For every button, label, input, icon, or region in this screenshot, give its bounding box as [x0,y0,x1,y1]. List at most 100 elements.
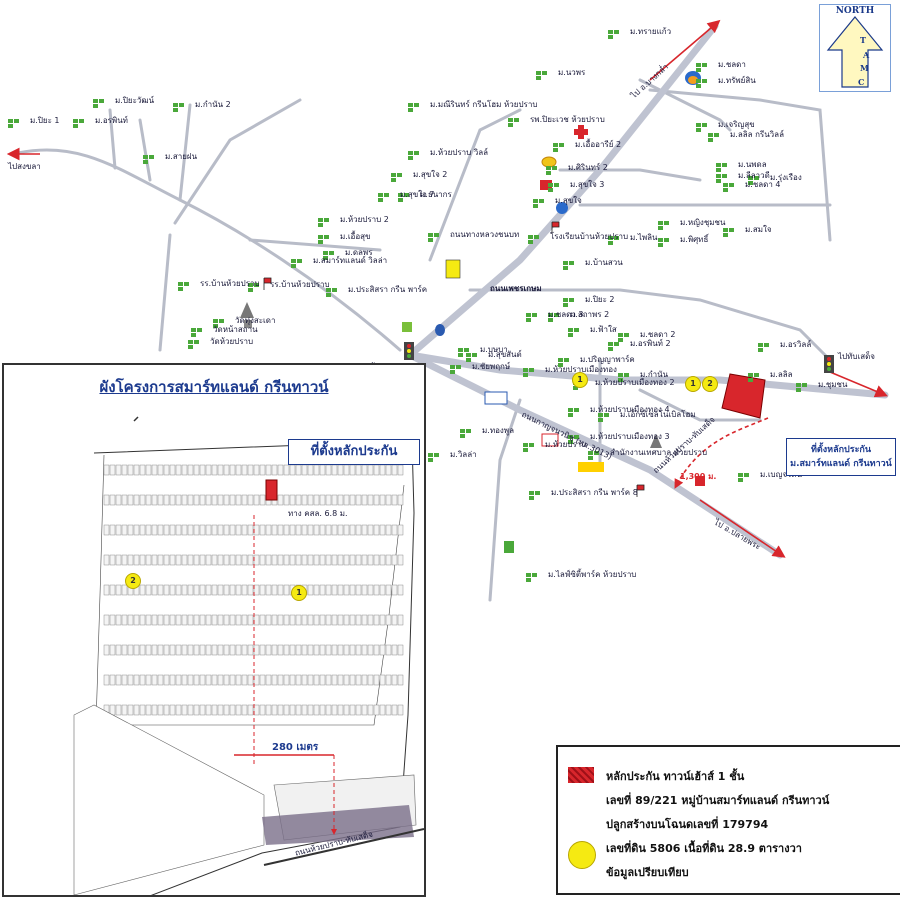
plan-lot [121,614,128,626]
plan-lot [127,704,134,716]
plan-lot [313,674,320,686]
plan-lot [373,674,380,686]
plan-lot [133,464,140,476]
plan-lot [253,524,260,536]
plan-lot [373,554,380,566]
village-icon [248,288,253,292]
village-icon [318,218,323,222]
village-icon [219,319,224,323]
plan-lot [205,494,212,506]
village-icon [658,226,663,230]
plan-lot [349,524,356,536]
place-label: ถนนทางหลวงชนบท [450,230,520,239]
plan-lot [295,494,302,506]
plan-lot [367,644,374,656]
place-label: ม.ปิยะ 2 [585,295,615,304]
plan-lot [151,644,158,656]
place-label: ม.เอื้ออารีย์ 2 [575,140,622,149]
village-icon [574,408,579,412]
village-icon [535,491,540,495]
plan-lot [355,554,362,566]
village-icon [414,151,419,155]
plan-lot [301,614,308,626]
plan-lot [145,584,152,596]
plan-lot [253,554,260,566]
plan-lot [145,494,152,506]
plan-lot [385,614,392,626]
village-icon [748,176,753,180]
village-icon [604,413,609,417]
plan-lot [313,524,320,536]
plan-lot [139,464,146,476]
village-icon [329,251,334,255]
plan-lot [181,494,188,506]
village-icon [723,228,728,232]
plan-lot [355,644,362,656]
place-label: ม.รุ่งเรือง [770,173,802,182]
plan-lot [259,614,266,626]
legend-line-2: เลขที่ 89/221 หมู่บ้านสมาร์ทแลนด์ กรีนทา… [606,794,830,807]
plan-lot [151,554,158,566]
plan-lot [337,674,344,686]
plan-lot [283,674,290,686]
plan-lot [253,674,260,686]
place-label: สำนักงานเทศบาล ห้วยปราบ [610,448,708,457]
village-icon [708,133,713,137]
village-icon [802,383,807,387]
plan-lot [349,464,356,476]
plan-lot [355,524,362,536]
site-plan-title: ผังโครงการสมาร์ทแลนด์ กรีนทาวน์ [99,378,329,396]
village-icon [534,235,539,239]
place-label: ม.สมาร์ทแลนด์ วิลล่า [313,256,388,265]
place-label: ม.พิศุทธิ์ [680,235,709,244]
plan-lot [127,524,134,536]
village-icon [532,573,537,577]
village-icon [568,408,573,412]
place-label: ม.นพดล [738,160,767,169]
place-label: ม.ชลดา 2 [640,330,676,339]
village-icon [529,368,534,372]
village-icon [716,163,721,167]
place-label: ม.ชลดา 4 [745,180,781,189]
village-icon [533,204,538,208]
plan-lot [145,554,152,566]
village-icon [428,238,433,242]
plan-lot [367,614,374,626]
plan-lot [325,674,332,686]
plan-lot [217,524,224,536]
village-icon [291,259,296,263]
plan-lot [217,674,224,686]
plan-lot [109,524,116,536]
plan-lot [133,554,140,566]
plan-lot [319,614,326,626]
landmark-icons [240,71,834,553]
plan-lot [301,524,308,536]
plan-lot [259,494,266,506]
plan-lot [271,584,278,596]
plan-lot [169,584,176,596]
plan-lot [265,464,272,476]
plan-lot [247,464,254,476]
plan-lot [121,524,128,536]
plan-lot [295,554,302,566]
plan-lot [283,554,290,566]
minor-roads [16,78,832,602]
plan-lot [193,494,200,506]
plan-lot [289,644,296,656]
village-icon [618,378,623,382]
village-icon [523,448,528,452]
plan-lot [313,464,320,476]
plan-lot [241,674,248,686]
village-icon [508,123,513,127]
plan-lot [385,554,392,566]
plan-lot [379,554,386,566]
plan-lot [193,464,200,476]
plan-lot [349,704,356,716]
village-icon [598,413,603,417]
village-icon [254,283,259,287]
plan-lot [103,644,110,656]
village-icon [8,119,13,123]
village-icon [608,347,613,351]
plan-lot [379,704,386,716]
legend-line-3: ปลูกสร้างบนโฉนดเลขที่ 179794 [606,818,769,831]
